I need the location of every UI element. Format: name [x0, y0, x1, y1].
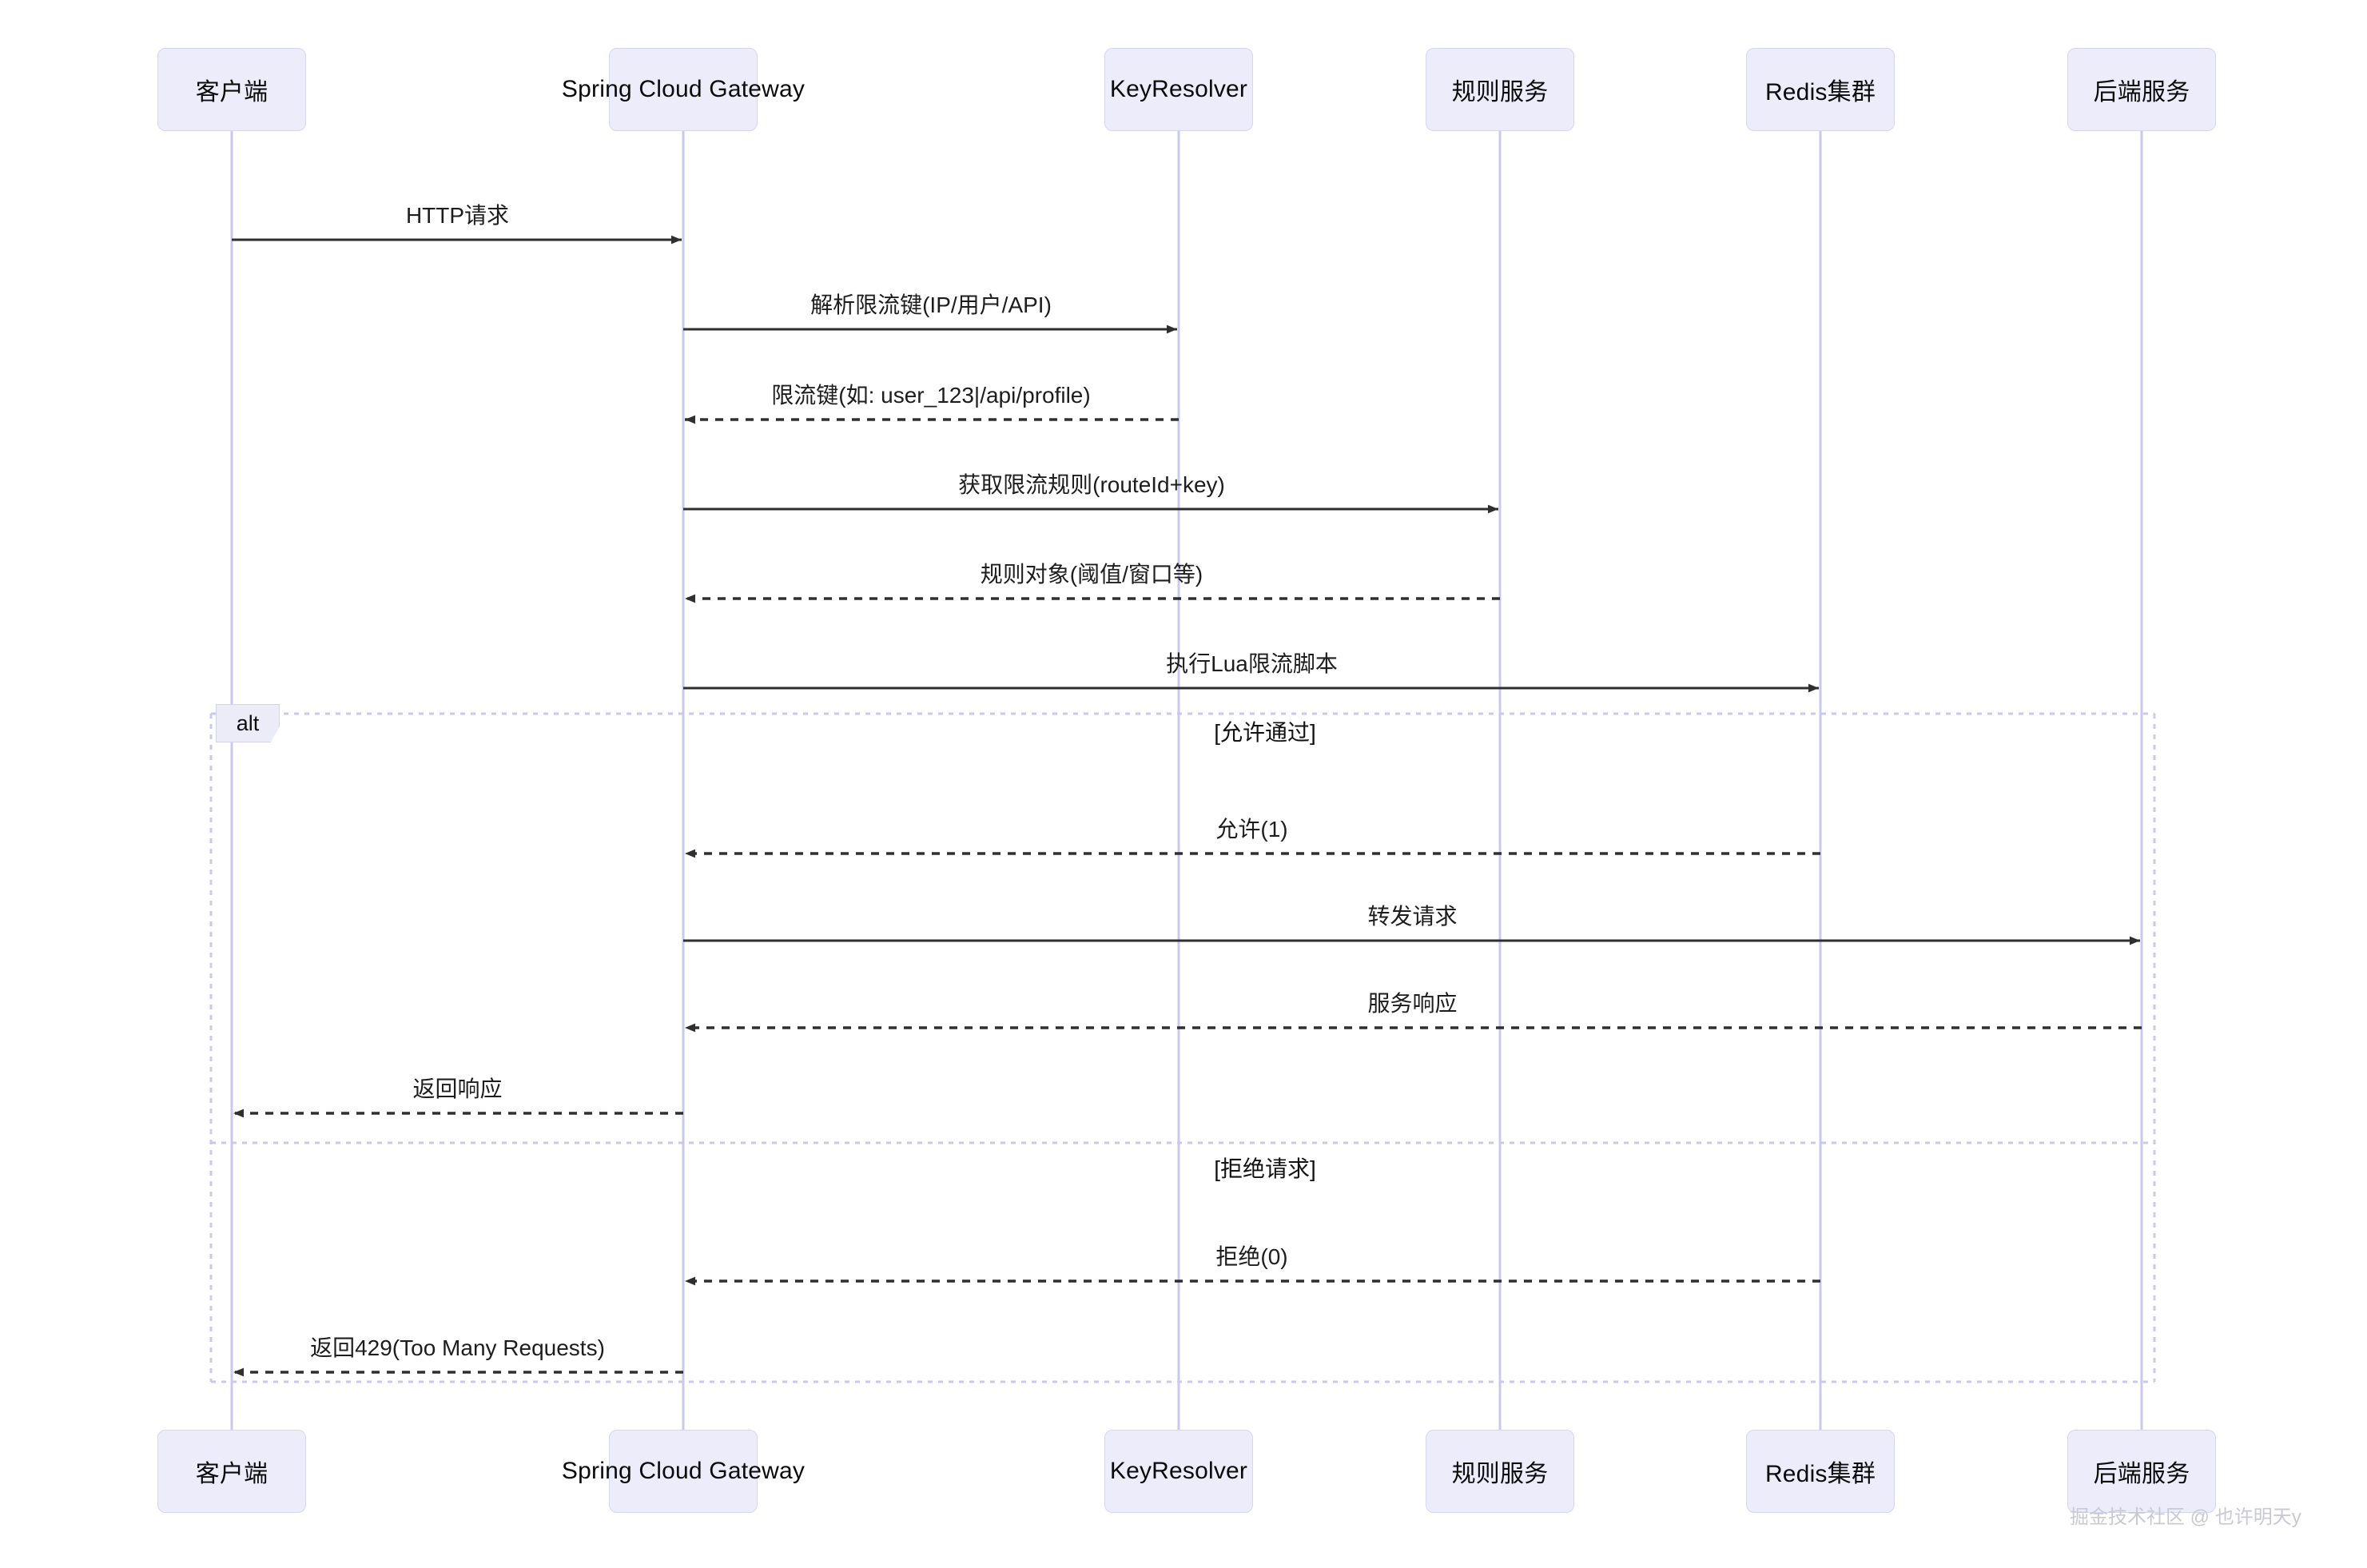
participant-label-backend: 后端服务	[2093, 79, 2190, 105]
participant-label-backend: 后端服务	[2093, 1461, 2190, 1487]
participant-label-redis: Redis集群	[1764, 1461, 1876, 1487]
message-label-10: 拒绝(0)	[1215, 1244, 1288, 1269]
message-label-2: 限流键(如: user_123|/api/profile)	[771, 383, 1091, 408]
participant-label-rules: 规则服务	[1451, 79, 1549, 105]
participant-box-keyres-top[interactable]: KeyResolver	[1104, 48, 1253, 131]
alt-tag-label: alt	[236, 710, 260, 735]
message-label-0: HTTP请求	[405, 203, 510, 228]
message-label-8: 服务响应	[1367, 991, 1458, 1016]
message-arrow-group	[232, 235, 2142, 1377]
message-label-9: 返回响应	[412, 1077, 503, 1101]
participant-box-rules-top[interactable]: 规则服务	[1426, 48, 1574, 131]
participant-box-client-top[interactable]: 客户端	[157, 48, 306, 131]
participant-label-rules: 规则服务	[1451, 1461, 1549, 1487]
participant-box-client-bottom[interactable]: 客户端	[157, 1430, 306, 1513]
participant-label-keyres: KeyResolver	[1109, 1458, 1248, 1484]
message-label-6: 允许(1)	[1215, 817, 1288, 842]
alt-frame-group	[209, 712, 2156, 1383]
participant-box-backend-bottom[interactable]: 后端服务	[2067, 1430, 2216, 1513]
watermark: 掘金技术社区 @ 也许明天y	[2070, 1506, 2301, 1528]
participant-label-gateway: Spring Cloud Gateway	[561, 76, 806, 102]
participant-label-client: 客户端	[195, 79, 269, 105]
message-label-11: 返回429(Too Many Requests)	[310, 1335, 605, 1360]
participant-box-backend-top[interactable]: 后端服务	[2067, 48, 2216, 131]
participant-box-keyres-bottom[interactable]: KeyResolver	[1104, 1430, 1253, 1513]
message-label-7: 转发请求	[1367, 904, 1458, 929]
alt-fragment-tag: alt	[216, 704, 280, 742]
participant-box-gateway-top[interactable]: Spring Cloud Gateway	[562, 48, 805, 131]
alt-branch-label-1: [拒绝请求]	[1214, 1156, 1316, 1181]
participant-box-redis-top[interactable]: Redis集群	[1746, 48, 1895, 131]
message-label-4: 规则对象(阈值/窗口等)	[980, 562, 1203, 587]
message-label-5: 执行Lua限流脚本	[1166, 651, 1338, 676]
participant-box-rules-bottom[interactable]: 规则服务	[1426, 1430, 1574, 1513]
participant-label-gateway: Spring Cloud Gateway	[561, 1458, 806, 1484]
participant-box-gateway-bottom[interactable]: Spring Cloud Gateway	[562, 1430, 805, 1513]
message-label-1: 解析限流键(IP/用户/API)	[810, 293, 1052, 317]
participant-label-keyres: KeyResolver	[1109, 76, 1248, 102]
participant-label-redis: Redis集群	[1764, 79, 1876, 105]
message-label-3: 获取限流规则(routeId+key)	[958, 472, 1225, 497]
participant-label-client: 客户端	[195, 1461, 269, 1487]
participant-box-redis-bottom[interactable]: Redis集群	[1746, 1430, 1895, 1513]
lifeline-group	[230, 131, 2143, 1430]
alt-branch-label-0: [允许通过]	[1214, 720, 1316, 745]
